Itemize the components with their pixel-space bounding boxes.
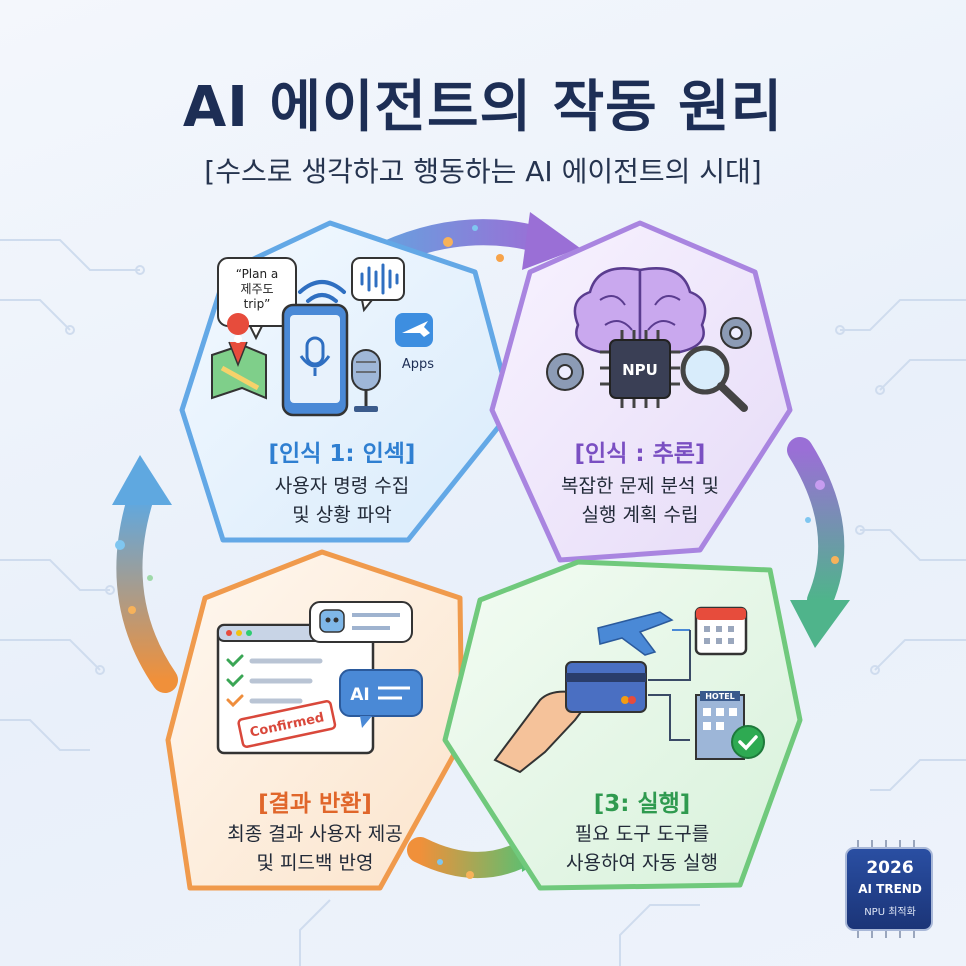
airplane-app-icon: Apps xyxy=(395,313,434,372)
stage-execution-desc-line1: 필요 도구 도구를 xyxy=(574,823,710,845)
arrowhead-top xyxy=(522,212,580,270)
hotel-icon: HOTEL xyxy=(695,691,765,760)
stage-reasoning-title: [인식 : 추론] xyxy=(574,441,706,467)
brain-icon xyxy=(573,267,707,354)
stage-execution-desc-line2: 사용하여 자동 실행 xyxy=(566,852,718,874)
stage-perception-desc-line1: 사용자 명령 수집 xyxy=(274,475,410,497)
arrow-reasoning-to-execution xyxy=(787,437,845,613)
badge-year: 2026 xyxy=(866,858,914,878)
stage-perception-title: [인식 1: 인섹] xyxy=(268,441,416,467)
chatbot-bubble-icon xyxy=(309,601,413,643)
hand-credit-card-icon xyxy=(493,661,647,774)
confirmed-stamp: Confirmed xyxy=(237,700,337,748)
arrowhead-right xyxy=(790,600,850,648)
gear-icon xyxy=(546,317,752,391)
magnifier-icon xyxy=(680,345,748,412)
stage-perception-desc-line2: 및 상황 파악 xyxy=(292,504,392,526)
stage-result-desc-line2: 및 피드백 반영 xyxy=(256,852,374,874)
circuit-background xyxy=(0,239,966,966)
airplane-icon xyxy=(597,611,690,656)
trend-badge xyxy=(845,840,933,938)
page-title: AI 에이전트의 작동 원리 xyxy=(182,75,784,140)
microphone-icon xyxy=(351,349,381,412)
calendar-icon xyxy=(694,606,748,656)
badge-subtitle: NPU 최적화 xyxy=(864,907,916,918)
arrow-result-to-perception xyxy=(116,487,178,693)
stage-result-title: [결과 반환] xyxy=(258,791,372,817)
voice-wave-icon xyxy=(351,257,405,313)
npu-chip-label: NPU xyxy=(622,361,658,379)
stage-execution-title: [3: 실행] xyxy=(593,791,691,817)
arrowhead-left xyxy=(112,455,172,505)
hotel-label: HOTEL xyxy=(705,692,735,701)
map-pin-icon xyxy=(211,313,267,400)
page-subtitle: [수스로 생각하고 행동하는 AI 에이전트의 시대] xyxy=(204,155,762,188)
connector-lines xyxy=(648,630,691,741)
sparkle-dots xyxy=(115,225,839,879)
apps-label: Apps xyxy=(402,357,434,372)
stage-result-desc-line1: 최종 결과 사용자 제공 xyxy=(227,823,403,845)
npu-chip-icon: NPU xyxy=(600,330,680,408)
smartphone-icon xyxy=(281,303,349,417)
ai-bubble-label: AI xyxy=(350,685,369,705)
stage-reasoning-desc-line1: 복잡한 문제 분석 및 xyxy=(561,475,719,497)
stage-reasoning-desc-line2: 실행 계획 수립 xyxy=(581,504,699,526)
ai-message-bubble-icon: AI xyxy=(339,669,423,728)
badge-trend: AI TREND xyxy=(858,882,922,896)
